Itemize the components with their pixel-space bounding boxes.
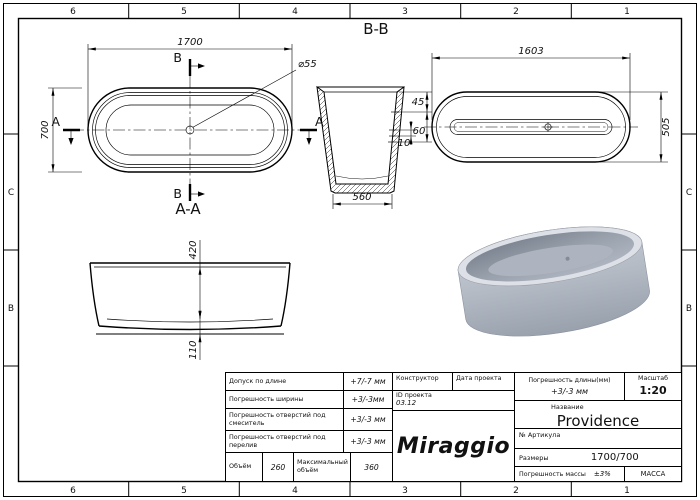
aa-section-view: A-A 420 110 [89, 200, 291, 360]
size-value: 1700/700 [590, 452, 639, 463]
grid-col-label: 2 [513, 486, 519, 496]
drain-hole [565, 256, 570, 261]
section-cut-b: B B [173, 50, 205, 201]
grid-row-label: B [686, 304, 692, 314]
volume-value: 260 [263, 453, 294, 481]
length-tolerance-value: +3/-3 мм [550, 387, 589, 397]
svg-text:B: B [173, 186, 182, 201]
svg-text:A: A [51, 114, 60, 129]
base-height-dim: 110 [188, 340, 199, 359]
tolerance-value: +3/-3мм [351, 395, 385, 404]
grid-col-label: 6 [70, 486, 76, 496]
article-label: № Артикула [519, 431, 561, 439]
base-width-dim: 560 [352, 192, 371, 203]
date-label: Дата проекта [456, 375, 502, 382]
tolerance-row: Погрешность ширины +3/-3мм [226, 391, 392, 409]
offset-dim: 10 [398, 138, 411, 149]
title-block: Допуск по длине +7/-7 мм Погрешность шир… [225, 372, 682, 482]
volume-label: Объём [226, 453, 263, 481]
plan-width-dim: 700 [40, 120, 51, 139]
tolerance-table: Допуск по длине +7/-7 мм Погрешность шир… [226, 373, 392, 481]
scale-label: Масштаб [638, 375, 668, 382]
mass-label: МАССА [640, 470, 666, 478]
grid-col-label: 4 [292, 486, 298, 496]
size-label: Размеры [519, 453, 549, 462]
grid-col-label: 1 [624, 7, 630, 17]
svg-text:A: A [315, 114, 324, 129]
project-info: Конструктор Дата проекта ID проекта 03.1… [392, 373, 515, 481]
bb-section-title: B-B [363, 20, 388, 38]
plan-length-dim: 1700 [177, 37, 202, 48]
rim-dim: 45 [412, 97, 425, 108]
bb-section-view: B-B 1603 505 [363, 20, 672, 163]
grid-col-label: 5 [181, 486, 187, 496]
grid-col-label: 1 [624, 486, 630, 496]
depth-dim: 420 [188, 240, 199, 259]
plan-view: ⌀55 1700 700 B B A [40, 37, 324, 201]
tolerance-label: Погрешность отверстий под перелив [226, 431, 344, 452]
mass-tolerance-label: Погрешность массы [519, 470, 586, 478]
max-volume-value: 360 [364, 462, 379, 472]
scale-value: 1:20 [639, 384, 667, 397]
drain-diameter-label: ⌀55 [298, 59, 317, 70]
grid-col-label: 4 [292, 7, 298, 17]
svg-text:B: B [173, 50, 182, 65]
profile-section-view: 45 60 10 560 [316, 85, 432, 209]
tolerance-row: Допуск по длине +7/-7 мм [226, 373, 392, 391]
tolerance-value: +7/-7 мм [350, 377, 386, 386]
grid-col-label: 6 [70, 7, 76, 17]
tolerance-value: +3/-3 мм [350, 437, 386, 446]
wall-dim: 60 [413, 126, 426, 137]
tolerance-label: Погрешность отверстий под смеситель [226, 409, 344, 430]
max-volume-label: Максимальный объём [294, 453, 351, 481]
drain-hole [185, 125, 195, 135]
mass-tolerance-value: ±3% [593, 470, 611, 478]
spec-table: Погрешность длины(мм) +3/-3 мм Масштаб 1… [515, 373, 681, 481]
designer-label: Конструктор [393, 373, 453, 390]
tolerance-row: Погрешность отверстий под перелив +3/-3 … [226, 431, 392, 453]
grid-row-label: C [8, 188, 14, 198]
grid-row-label: C [686, 188, 692, 198]
volume-row: Объём 260 Максимальный объём 360 [226, 453, 392, 481]
project-id-value: 03.12 [396, 399, 417, 407]
bb-width-dim: 505 [661, 117, 672, 136]
grid-col-label: 2 [513, 7, 519, 17]
tolerance-row: Погрешность отверстий под смеситель +3/-… [226, 409, 392, 431]
grid-col-label: 3 [402, 486, 408, 496]
tub-3d-render [457, 226, 650, 337]
tolerance-value: +3/-3 мм [350, 415, 386, 424]
length-tolerance-label: Погрешность длины(мм) [528, 376, 611, 384]
project-id-label: ID проекта [396, 392, 432, 399]
bb-length-dim: 1603 [518, 46, 543, 57]
grid-col-label: 3 [402, 7, 408, 17]
grid-col-label: 5 [181, 7, 187, 17]
tolerance-label: Допуск по длине [226, 373, 344, 390]
aa-section-title: A-A [175, 200, 201, 218]
name-label: Название [551, 403, 584, 411]
grid-row-label: B [8, 304, 14, 314]
brand-logo: Miraggio [396, 433, 511, 459]
section-cut-a: A A [51, 114, 324, 145]
tolerance-label: Погрешность ширины [226, 391, 344, 408]
product-name: Providence [556, 412, 640, 430]
